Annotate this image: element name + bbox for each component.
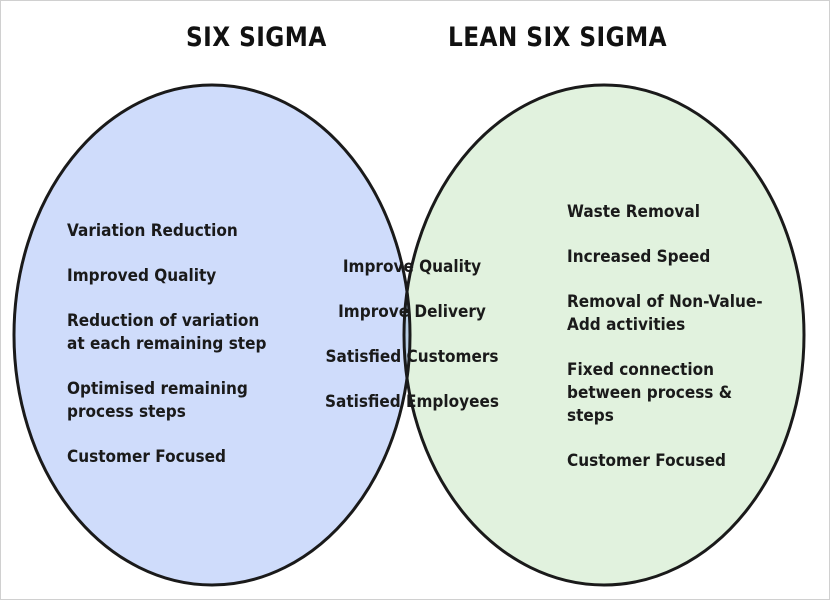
list-item: Variation Reduction (67, 221, 238, 241)
list-item: Fixed connection between process & steps (567, 360, 733, 426)
six-sigma-outline (12, 83, 412, 587)
lean-six-sigma-circle (404, 85, 804, 585)
list-item: Satisfied Customers (325, 347, 499, 367)
list-item: Improve Delivery (338, 302, 486, 322)
list-item: Reduction of variation at each remaining… (67, 311, 267, 354)
six-sigma-title: SIX SIGMA (186, 22, 327, 53)
lean-six-sigma-outline (402, 83, 806, 587)
six-sigma-circle (14, 85, 410, 585)
list-item: Improve Quality (342, 257, 482, 277)
six-sigma-list: Variation Reduction Improved Quality Red… (67, 220, 297, 491)
list-item: Optimised remaining process steps (67, 379, 248, 422)
list-item: Satisfied Employees (325, 392, 499, 412)
overlap-list: Improve Quality Improve Delivery Satisfi… (312, 256, 512, 436)
list-item: Customer Focused (67, 447, 226, 467)
list-item: Removal of Non-Value-Add activities (567, 292, 763, 335)
list-item: Improved Quality (67, 266, 217, 286)
lean-six-sigma-list: Waste Removal Increased Speed Removal of… (567, 201, 797, 495)
lean-six-sigma-title: LEAN SIX SIGMA (448, 22, 668, 53)
list-item: Customer Focused (567, 451, 726, 471)
list-item: Waste Removal (567, 202, 700, 222)
list-item: Increased Speed (567, 247, 711, 267)
